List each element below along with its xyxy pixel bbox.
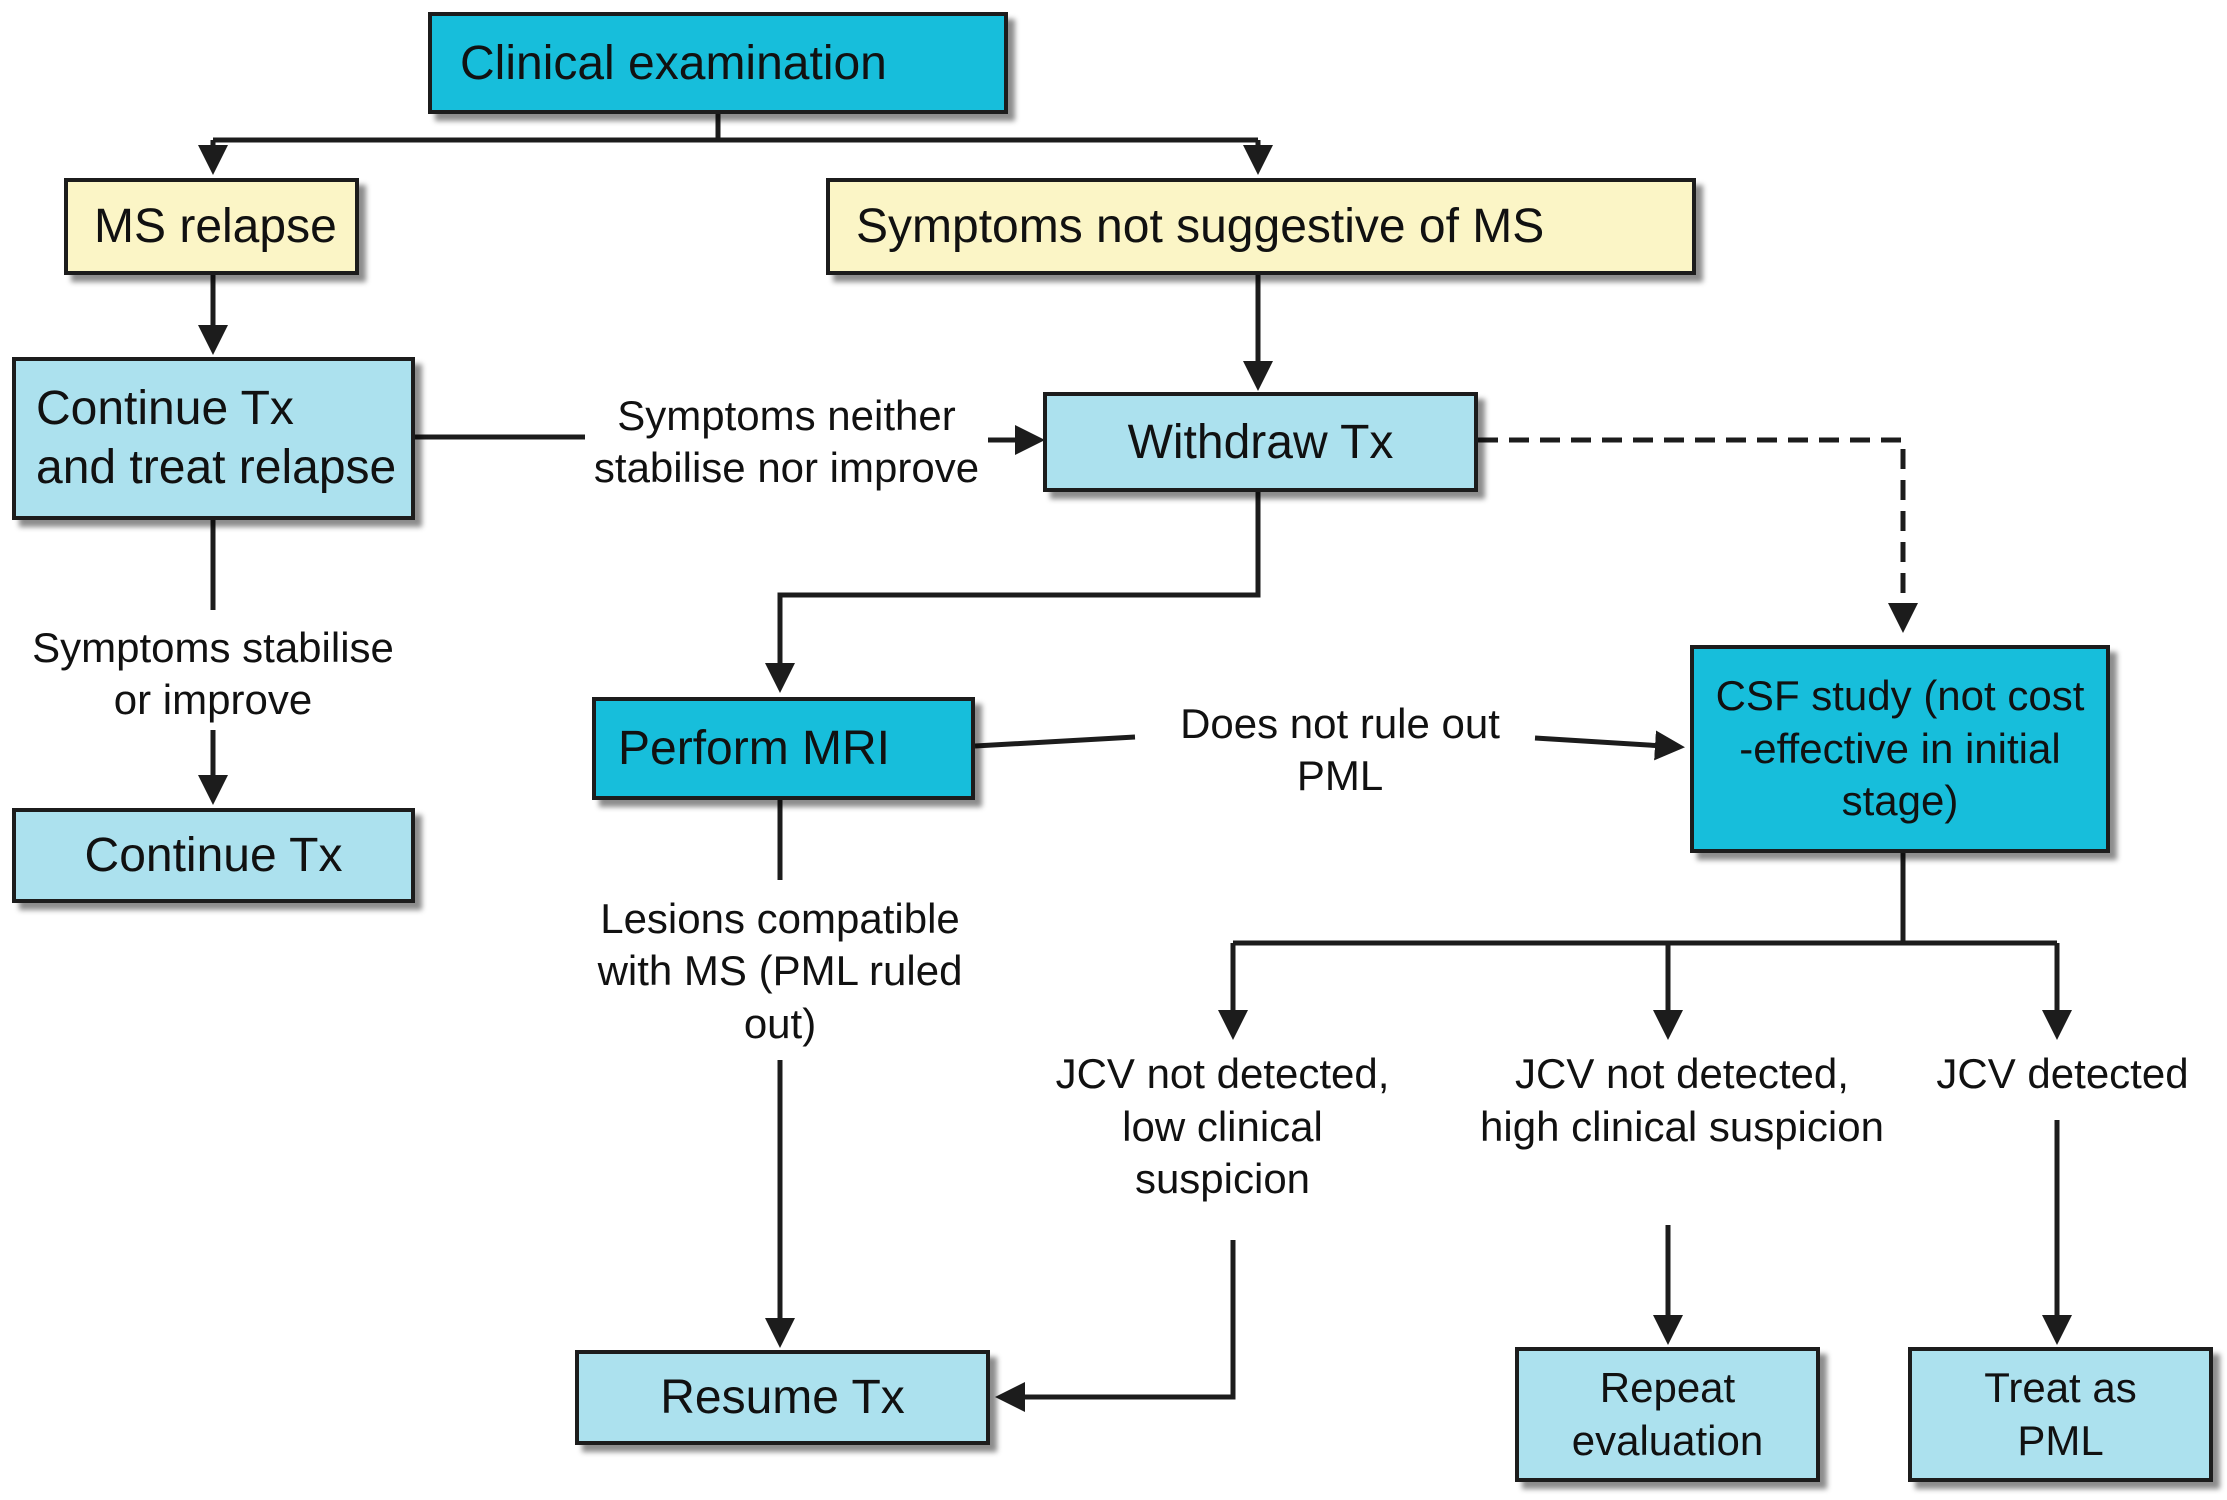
resume-box: Resume Tx (575, 1350, 990, 1445)
treat-pml-text: Treat as PML (1984, 1364, 2137, 1464)
not-suggestive-text: Symptoms not suggestive of MS (856, 200, 1545, 253)
ms-relapse-text: MS relapse (94, 200, 337, 253)
continue-treat-box: Continue Tx and treat relapse (12, 357, 415, 520)
dashed-withdraw-to-csf (1478, 437, 1918, 633)
repeat-eval-box: Repeat evaluation (1515, 1347, 1820, 1482)
clinical-exam-text: Clinical examination (460, 36, 887, 90)
label-symptoms-neither: Symptoms neither stabilise nor improve (585, 388, 988, 496)
label-symptoms-stabilise: Symptoms stabilise or improve (12, 618, 414, 730)
label-jcv-low: JCV not detected, low clinical suspicion (1030, 1043, 1415, 1228)
continue-text: Continue Tx (84, 829, 343, 882)
csf-study-text: CSF study (not cost -effective in initia… (1715, 672, 2085, 825)
continue-treat-text: Continue Tx and treat relapse (36, 381, 397, 494)
ms-relapse-box: MS relapse (64, 178, 359, 275)
perform-mri-text: Perform MRI (618, 722, 891, 775)
arrow-label-to-csf (1534, 730, 1685, 761)
resume-text: Resume Tx (660, 1371, 905, 1424)
not-suggestive-box: Symptoms not suggestive of MS (826, 178, 1696, 275)
withdraw-box: Withdraw Tx (1043, 392, 1478, 492)
repeat-eval-text: Repeat evaluation (1571, 1364, 1764, 1464)
clinical-exam-box: Clinical examination (428, 12, 1008, 114)
connector-withdraw-down (765, 492, 1261, 693)
perform-mri-box: Perform MRI (592, 697, 975, 800)
withdraw-text: Withdraw Tx (1127, 415, 1394, 469)
label-jcv-high: JCV not detected, high clinical suspicio… (1467, 1043, 1897, 1163)
treat-pml-box: Treat as PML (1908, 1347, 2213, 1482)
arrow-jcv-low-to-resume (995, 1240, 1236, 1412)
label-lesions-compatible: Lesions compatible with MS (PML ruled ou… (570, 893, 990, 1050)
label-does-not-rule-out: Does not rule out PML (1150, 700, 1530, 800)
continue-box: Continue Tx (12, 808, 415, 903)
label-jcv-detected: JCV detected (1920, 1043, 2205, 1113)
line-mri-to-label (974, 734, 1136, 749)
csf-study-box: CSF study (not cost -effective in initia… (1690, 645, 2110, 853)
